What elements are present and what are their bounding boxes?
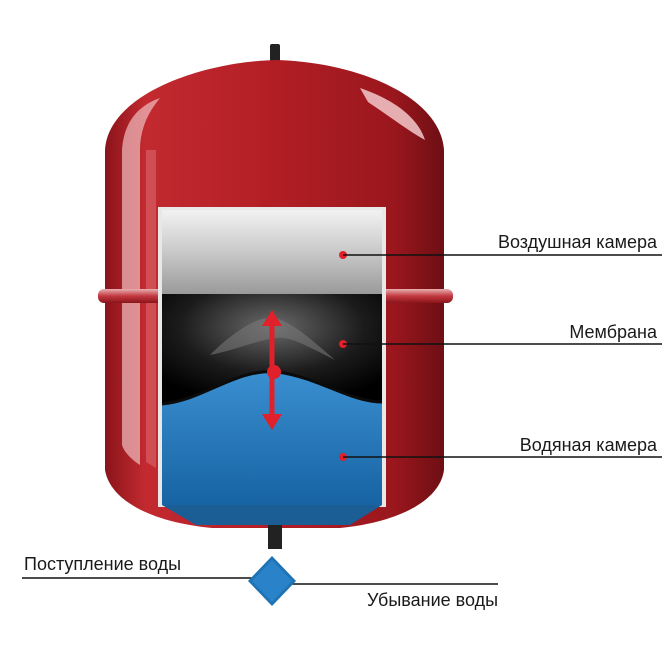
membrane-label: Мембрана [569,322,658,342]
water-chamber [162,371,382,505]
water-inflow-label: Поступление воды [24,554,181,574]
water-outflow-label: Убывание воды [367,590,498,610]
outlet-pipe [268,525,282,549]
water-chamber-label: Водяная камера [520,435,658,455]
tank-highlight-left [122,98,160,465]
air-chamber-label: Воздушная камера [498,232,658,252]
tank-highlight-top [360,88,425,140]
tank-bottom-cone [162,505,382,525]
diamond-valve-icon [248,556,296,606]
tank-highlight-left-inner [146,150,156,468]
double-arrow-icon [262,310,282,430]
air-chamber [162,210,382,294]
top-valve-stem [270,44,280,62]
